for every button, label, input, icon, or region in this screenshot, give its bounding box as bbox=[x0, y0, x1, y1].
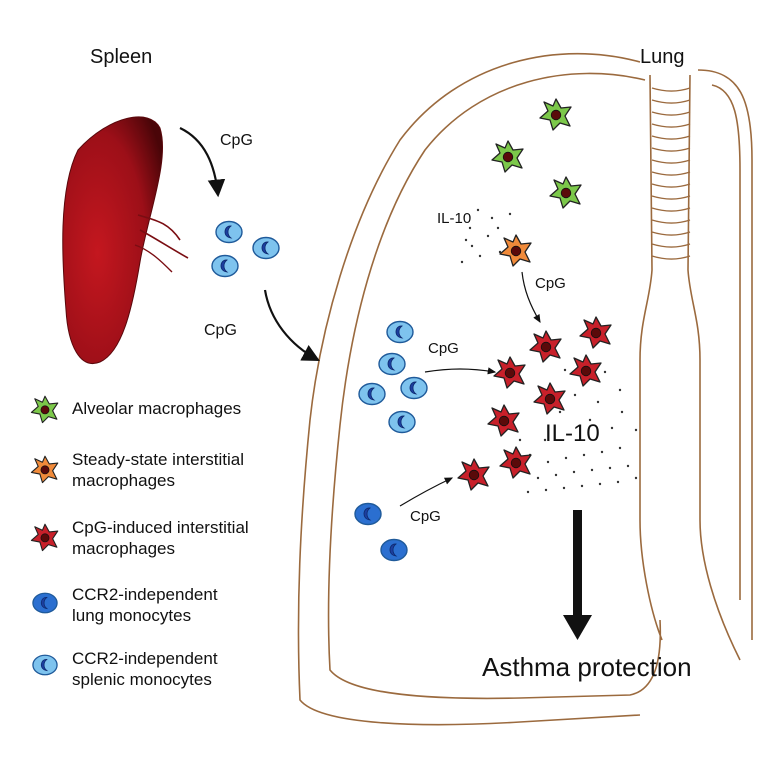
il10-label-small: IL-10 bbox=[437, 210, 472, 227]
cpg-label-migration: CpG bbox=[204, 322, 237, 339]
arrow-splenic-to-induced bbox=[424, 367, 497, 375]
splenic-monocyte bbox=[386, 320, 414, 344]
legend-line2: macrophages bbox=[72, 471, 176, 490]
cpg-induced-macrophage bbox=[529, 330, 562, 363]
cpg-induced-macrophage bbox=[579, 316, 612, 349]
splenic-monocyte bbox=[388, 410, 416, 434]
il10-dots-small bbox=[460, 208, 512, 264]
splenic-monocyte bbox=[378, 352, 406, 376]
legend-item-alveolar: Alveolar macrophages bbox=[72, 398, 241, 419]
arrows bbox=[179, 127, 541, 507]
cpg-induced-macrophages bbox=[457, 316, 612, 491]
arrow-monocytes-to-lung bbox=[263, 289, 320, 362]
il10-label-large: IL-10 bbox=[545, 420, 600, 447]
legend-line1: Steady-state interstitial bbox=[72, 450, 244, 469]
cpg-induced-macrophage bbox=[457, 458, 490, 491]
lung-monocytes bbox=[354, 502, 408, 562]
cpg-label-lung: CpG bbox=[410, 508, 441, 525]
cpg-induced-interstitial-macrophage-icon bbox=[30, 523, 59, 552]
lung-monocyte bbox=[380, 538, 408, 562]
legend-item-cpg-induced: CpG-induced interstitial macrophages bbox=[72, 517, 249, 559]
steady-state-interstitial-macrophage-icon bbox=[30, 455, 59, 484]
legend-line2: lung monocytes bbox=[72, 606, 192, 625]
legend-line2: splenic monocytes bbox=[72, 670, 212, 689]
splenic-monocyte bbox=[215, 220, 243, 244]
asthma-protection-label: Asthma protection bbox=[482, 652, 692, 682]
alveolar-macrophages bbox=[491, 98, 582, 209]
splenic-monocyte-icon bbox=[32, 654, 58, 676]
cpg-induced-macrophage bbox=[569, 354, 602, 387]
splenic-monocytes-lung bbox=[358, 320, 428, 434]
cpg-induced-macrophage bbox=[493, 356, 526, 389]
cpg-label-spleen: CpG bbox=[220, 132, 253, 149]
legend-line2: macrophages bbox=[72, 539, 176, 558]
legend-line1: CCR2-independent bbox=[72, 649, 218, 668]
cpg-induced-macrophage bbox=[487, 404, 520, 437]
splenic-monocyte bbox=[358, 382, 386, 406]
legend-item-lung-monocytes: CCR2-independent lung monocytes bbox=[72, 584, 218, 626]
legend-item-steady-state: Steady-state interstitial macrophages bbox=[72, 449, 244, 491]
steady-state-macrophage bbox=[499, 234, 532, 267]
lung-outline bbox=[297, 52, 753, 726]
alveolar-macrophage bbox=[539, 98, 572, 131]
legend-item-splenic-monocytes: CCR2-independent splenic monocytes bbox=[72, 648, 218, 690]
arrow-lung-to-induced bbox=[399, 477, 454, 507]
lung-monocyte-icon bbox=[32, 592, 58, 614]
splenic-monocyte bbox=[400, 376, 428, 400]
splenic-monocyte bbox=[211, 254, 239, 278]
legend-icons bbox=[30, 395, 59, 676]
cpg-label-splenic: CpG bbox=[428, 340, 459, 357]
legend-line1: CCR2-independent bbox=[72, 585, 218, 604]
spleen-label: Spleen bbox=[90, 46, 153, 68]
arrow-spleen-to-monocytes bbox=[179, 127, 226, 198]
alveolar-macrophage bbox=[549, 176, 582, 209]
alveolar-macrophage bbox=[491, 140, 524, 173]
splenic-monocytes-spleen bbox=[211, 220, 280, 278]
lung-label: Lung bbox=[640, 46, 685, 68]
cpg-induced-macrophage bbox=[499, 446, 532, 479]
spleen-illustration bbox=[62, 116, 189, 364]
trachea-rings bbox=[651, 87, 691, 260]
splenic-monocyte bbox=[252, 236, 280, 260]
alveolar-macrophage-icon bbox=[30, 395, 59, 424]
cpg-induced-macrophage bbox=[533, 382, 566, 415]
lung-monocyte bbox=[354, 502, 382, 526]
steady-state-macrophages bbox=[499, 234, 532, 267]
legend-line1: Alveolar macrophages bbox=[72, 399, 242, 418]
cpg-label-steady: CpG bbox=[535, 275, 566, 292]
asthma-protection-arrow bbox=[563, 510, 592, 640]
legend-line1: CpG-induced interstitial bbox=[72, 518, 249, 537]
arrow-steady-to-induced bbox=[521, 271, 541, 324]
